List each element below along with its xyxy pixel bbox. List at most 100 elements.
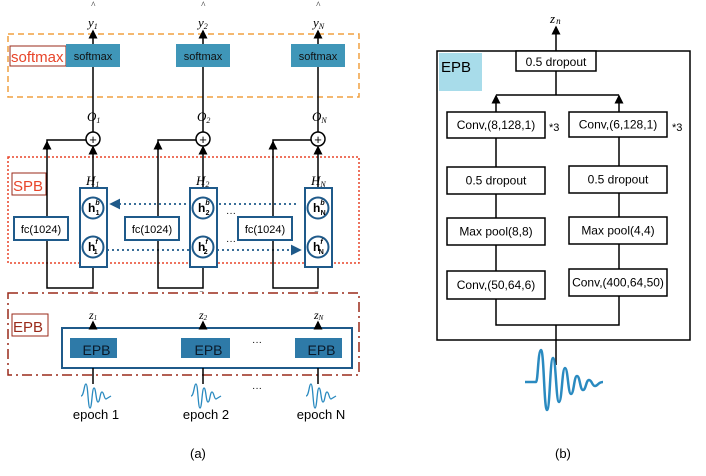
- y-hat-label: yN: [311, 15, 325, 31]
- top-dropout-label: 0.5 dropout: [526, 55, 587, 69]
- fc-box: [237, 216, 293, 241]
- softmax-box: [176, 44, 230, 67]
- left-layer-label: Max pool(8,8): [459, 225, 532, 239]
- spb-group: [7, 156, 360, 264]
- epb-box: [295, 338, 342, 358]
- fc-box: [13, 216, 69, 241]
- epb-box: [70, 338, 117, 358]
- left-layer-label: Conv,(8,128,1): [457, 118, 536, 132]
- softmax-box: [291, 44, 345, 67]
- epb-block-label-bg: [439, 53, 482, 91]
- plus-icon: +: [314, 132, 322, 147]
- z-label: z2: [198, 308, 208, 322]
- o-label: O1: [87, 109, 100, 125]
- right-layer-label: Max pool(4,4): [581, 224, 654, 238]
- softmax-group-label: softmax: [11, 49, 64, 66]
- plus-icon: +: [89, 132, 97, 147]
- h-forward-cell: [306, 235, 330, 259]
- repeat-left: *3: [549, 122, 559, 134]
- y-hat-label: y1: [86, 15, 98, 31]
- epoch-label: epoch 2: [183, 407, 229, 422]
- ellipsis-epb: ···: [252, 337, 262, 348]
- panel-b: ‾ zn EPB 0.5 dropout Conv,(8,128,1) 0.5 d…: [436, 0, 691, 461]
- plus-icon: +: [199, 132, 207, 147]
- softmax-box: [66, 44, 120, 67]
- softmax-group: [7, 33, 360, 98]
- softmax-label: softmax: [74, 51, 113, 63]
- left-layer-box: [446, 270, 546, 300]
- eeg-wave-icon: [305, 383, 337, 409]
- ellipsis-epoch: ···: [252, 383, 262, 394]
- zn-label: zn: [549, 11, 561, 26]
- y-hat-label: y2: [196, 15, 208, 31]
- epoch-label: epoch 1: [73, 407, 119, 422]
- caption-b: (b): [555, 446, 571, 461]
- epb-box: [181, 338, 230, 358]
- h-backward-cell: [306, 196, 330, 220]
- epb-group: [7, 292, 360, 376]
- caption-a: (a): [190, 446, 206, 461]
- eeg-wave-icon: [80, 383, 112, 409]
- epb-group-label: EPB: [13, 319, 43, 336]
- right-layer-label: 0.5 dropout: [588, 173, 649, 187]
- left-layer-box: [446, 217, 546, 246]
- eeg-wave-icon: [525, 348, 604, 412]
- right-layer-label: Conv,(6,128,1): [579, 118, 658, 132]
- o-label: ON: [312, 109, 327, 125]
- z-bar: ‾: [199, 291, 204, 301]
- o-label: O2: [197, 109, 210, 125]
- h-backward-cell: [191, 196, 215, 220]
- panel-a: softmax SPB EPB ··· ··· ··· ··· softmax ^…: [7, 0, 360, 461]
- sum-node: [310, 131, 326, 147]
- right-layer-box: [568, 268, 668, 297]
- epb-label: EPB: [82, 342, 110, 358]
- hat: ^: [316, 0, 321, 10]
- ellipsis-forward: ···: [226, 236, 236, 247]
- h-label: H2: [195, 173, 209, 189]
- epoch-label: epoch N: [297, 407, 345, 422]
- sum-node: [195, 131, 211, 147]
- eeg-wave-icon: [190, 383, 222, 409]
- z-bar: ‾: [89, 291, 94, 301]
- z-bar: ‾: [314, 291, 319, 301]
- fc-label: fc(1024): [132, 224, 172, 236]
- skip-connection: [272, 139, 319, 289]
- fc-label: fc(1024): [245, 224, 285, 236]
- left-layer-label: 0.5 dropout: [466, 174, 527, 188]
- right-layer-box: [568, 111, 668, 138]
- ellipsis-backward: ···: [226, 208, 236, 219]
- h-forward-cell: [81, 235, 105, 259]
- softmax-label: softmax: [299, 51, 338, 63]
- skip-connection: [46, 139, 94, 289]
- zn-bar: ‾: [550, 0, 555, 9]
- fc-box: [124, 216, 180, 241]
- epb-label: EPB: [194, 342, 222, 358]
- h-label: HN: [310, 173, 326, 189]
- hat: ^: [91, 0, 96, 10]
- spb-group-label-box: [11, 172, 47, 196]
- h-forward-cell: [191, 235, 215, 259]
- right-layer-box: [568, 165, 668, 194]
- z-label: zN: [313, 308, 324, 322]
- h-label: H1: [85, 173, 99, 189]
- spb-group-label: SPB: [13, 178, 43, 195]
- h-backward-cell: [81, 196, 105, 220]
- epb-block-label: EPB: [441, 59, 471, 76]
- left-layer-box: [446, 166, 546, 195]
- z-label: z1: [88, 308, 97, 322]
- left-layer-box: [446, 111, 546, 139]
- epb-group-label-box: [11, 313, 49, 337]
- right-layer-label: Conv,(400,64,50): [572, 276, 664, 290]
- right-layer-box: [568, 216, 668, 245]
- skip-connection: [157, 139, 204, 289]
- softmax-label: softmax: [184, 51, 223, 63]
